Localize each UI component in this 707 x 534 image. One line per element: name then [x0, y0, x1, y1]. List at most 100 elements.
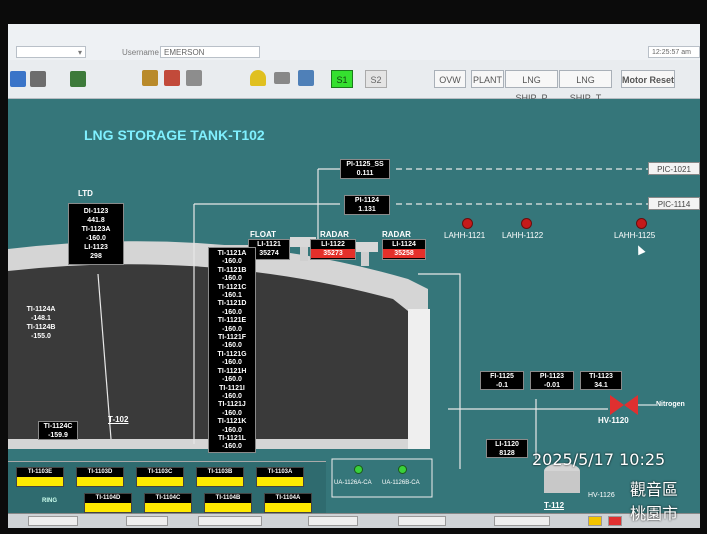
ring-tag-box[interactable]: TI-1103D [76, 467, 124, 487]
ovw-button[interactable]: OVW [434, 70, 466, 88]
ti1123a-value: -160.0 [86, 235, 106, 242]
clock-display: 12:25:57 am [648, 46, 700, 58]
ti1121-label: TI-1121J [218, 401, 246, 409]
ring-tag-label: TI-1103C [137, 468, 183, 477]
li1121-block[interactable]: LI-1121 35274 [248, 239, 290, 260]
li1122-label: LI-1122 [321, 241, 345, 248]
ti1121-value: -160.0 [222, 325, 242, 333]
di1123-value: 441.8 [87, 217, 105, 224]
pi1124-block[interactable]: PI-1124 1.131 [344, 195, 390, 215]
network-icon[interactable] [30, 71, 46, 87]
pi1123-value: -0.01 [544, 382, 560, 389]
lahh1125-label: LAHH-1125 [614, 231, 656, 240]
lahh1121-lamp-icon[interactable] [462, 218, 473, 229]
lahh1121-label: LAHH-1121 [444, 231, 486, 240]
hv1126-label: HV-1126 [588, 492, 615, 499]
username-field[interactable]: EMERSON [160, 46, 260, 58]
ring-label: RING [42, 498, 57, 504]
ring-tag-box[interactable]: TI-1103A [256, 467, 304, 487]
keyboard-icon[interactable] [274, 72, 290, 84]
ring-tag-box[interactable]: TI-1104C [144, 493, 192, 513]
ti1121-label: TI-1121B [217, 266, 247, 274]
status-slot-4[interactable] [308, 516, 358, 526]
ua1126a-label: UA-1126A-CA [334, 480, 372, 486]
report-icon[interactable] [164, 70, 180, 86]
pi1124-value: 1.131 [358, 206, 376, 213]
ring-tag-box[interactable]: TI-1103E [16, 467, 64, 487]
status-slot-6[interactable] [494, 516, 550, 526]
print-icon[interactable] [142, 70, 158, 86]
ring-tag-box[interactable]: TI-1104A [264, 493, 312, 513]
status-alarm-icon[interactable] [588, 516, 602, 526]
li1123-label: LI-1123 [84, 244, 108, 251]
ti1123-label: TI-1123 [589, 373, 613, 380]
li1121-value: 35274 [259, 250, 279, 257]
pipe-right-1 [418, 273, 461, 469]
pic1114-tag[interactable]: PIC-1114 [648, 197, 700, 210]
ti1121-value: -160.0 [222, 409, 242, 417]
status-slot-1[interactable] [28, 516, 78, 526]
status-slot-2[interactable] [126, 516, 168, 526]
ti1121-value: -160.0 [222, 275, 242, 283]
user-bar: ▾ Username EMERSON 12:25:57 am [8, 24, 700, 61]
pic1021-tag[interactable]: PIC-1021 [648, 162, 700, 175]
li1124-block[interactable]: LI-1124 35258 [382, 239, 426, 260]
motor-reset-button[interactable]: Motor Reset [621, 70, 675, 88]
ti1124a-label: TI-1124A [26, 306, 56, 313]
lng-ship-t-button[interactable]: LNG SHIP_T [559, 70, 612, 103]
nozzle-2 [352, 242, 378, 252]
tank-tag-t102: T-102 [108, 415, 129, 424]
ring-tag-label: TI-1103B [197, 468, 243, 477]
ring-tag-box[interactable]: TI-1104D [84, 493, 132, 513]
process-graphic: LNG STORAGE TANK-T102 LTD DI-1123 441.8 … [8, 99, 700, 528]
ti1124a-value: -148.1 [31, 315, 51, 322]
document-icon[interactable] [298, 70, 314, 86]
lng-ship-p-button[interactable]: LNG SHIP_P [505, 70, 558, 103]
printer-icon[interactable] [186, 70, 202, 86]
status-slot-3[interactable] [198, 516, 262, 526]
ltd-block[interactable]: DI-1123 441.8 TI-1123A -160.0 LI-1123 29… [68, 203, 124, 265]
ring-tag-box[interactable]: TI-1103C [136, 467, 184, 487]
pi1123-label: PI-1123 [539, 373, 565, 380]
ti1123-block[interactable]: TI-1123 34.1 [580, 371, 622, 390]
workspace-select[interactable]: ▾ [16, 46, 86, 58]
pi1125-block[interactable]: PI-1125_SS 0.111 [340, 159, 390, 179]
status-stop-icon[interactable] [608, 516, 622, 526]
fi1125-block[interactable]: FI-1125 -0.1 [480, 371, 524, 390]
lahh1122-lamp-icon[interactable] [521, 218, 532, 229]
li1122-block[interactable]: LI-1122 35273 [310, 239, 356, 260]
ua1126a-lamp-icon[interactable] [354, 465, 363, 474]
pi1125-value: 0.111 [356, 170, 374, 177]
username-label: Username [122, 48, 159, 57]
ti1124ab-block[interactable]: TI-1124A -148.1 TI-1124B -155.0 [18, 305, 64, 340]
photo-location-district: 觀音區 [630, 480, 679, 499]
s1-button[interactable]: S1 [331, 70, 353, 88]
s2-button[interactable]: S2 [365, 70, 387, 88]
hmi-screen: ▾ Username EMERSON 12:25:57 am S1 S2 OVW… [8, 24, 700, 528]
home-icon[interactable] [10, 71, 26, 87]
ti1121-value: -160.0 [222, 342, 242, 350]
pi1123-block[interactable]: PI-1123 -0.01 [530, 371, 574, 390]
ring-tag-label: TI-1103D [77, 468, 123, 477]
plant-button[interactable]: PLANT [471, 70, 504, 88]
ring-tag-box[interactable]: TI-1103B [196, 467, 244, 487]
hv1120-valve-right [624, 395, 638, 415]
alarm-bell-icon[interactable] [250, 70, 266, 86]
ti1124c-block[interactable]: TI-1124C -159.9 [38, 421, 78, 440]
back-arrow-icon[interactable] [70, 71, 86, 87]
ti1123a-label: TI-1123A [81, 226, 111, 233]
ua1126b-lamp-icon[interactable] [398, 465, 407, 474]
lahh1122-label: LAHH-1122 [502, 231, 544, 240]
ti1121-label: TI-1121E [217, 317, 247, 325]
status-slot-5[interactable] [398, 516, 446, 526]
nozzle-2-neck [361, 252, 369, 266]
ti1121-value: -160.0 [222, 359, 242, 367]
li1120-block[interactable]: LI-1120 8128 [486, 439, 528, 458]
ti1121-label: TI-1121C [217, 283, 247, 291]
ring-tag-box[interactable]: TI-1104B [204, 493, 252, 513]
ti1121-label: TI-1121H [217, 367, 247, 375]
lahh1125-lamp-icon[interactable] [636, 218, 647, 229]
ti1121-label: TI-1121A [217, 250, 247, 257]
